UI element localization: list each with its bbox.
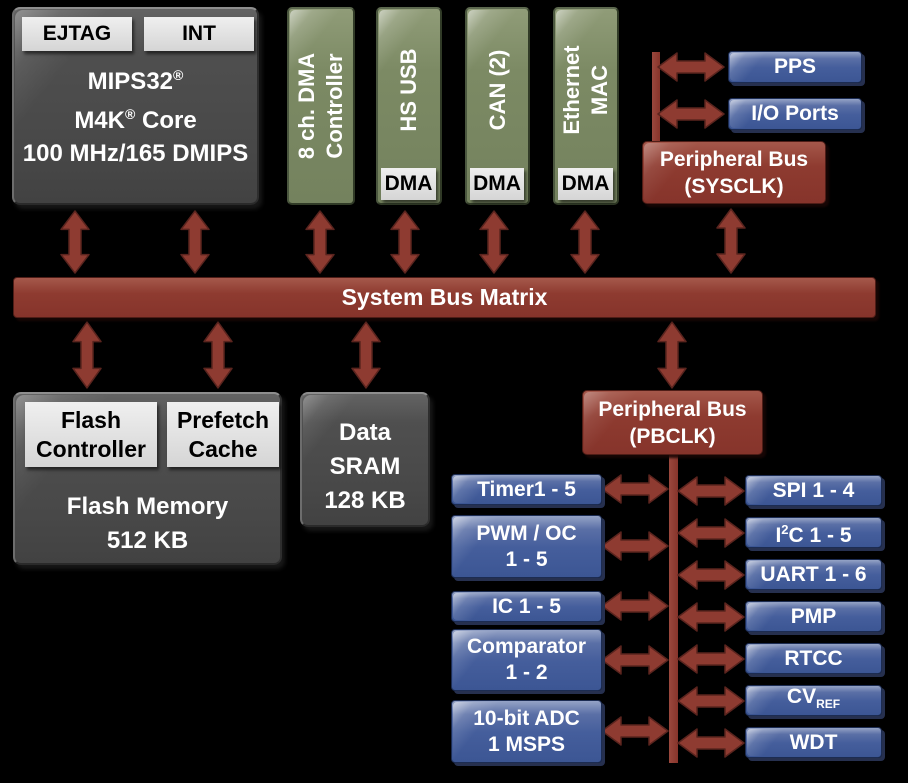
flash-controller-tag: Flash Controller (25, 402, 157, 467)
uart-block: UART 1 - 6 (745, 559, 882, 590)
bidirectional-arrow-icon (601, 474, 669, 504)
bidirectional-arrow-icon (677, 644, 745, 674)
bidirectional-arrow-icon (657, 52, 725, 82)
ejtag-label: EJTAG (42, 22, 112, 45)
can-label: CAN (2) (484, 50, 510, 131)
spi-block: SPI 1 - 4 (745, 475, 882, 506)
bidirectional-arrow-icon (305, 210, 335, 274)
io-ports-block: I/O Ports (728, 98, 862, 130)
pmp-block: PMP (745, 601, 882, 632)
bidirectional-arrow-icon (601, 716, 669, 746)
input-capture-block: IC 1 - 5 (451, 591, 602, 622)
bidirectional-arrow-icon (601, 645, 669, 675)
bidirectional-arrow-icon (390, 210, 420, 274)
bidirectional-arrow-icon (180, 210, 210, 274)
bidirectional-arrow-icon (479, 210, 509, 274)
bidirectional-arrow-icon (657, 99, 725, 129)
bidirectional-arrow-icon (203, 321, 233, 389)
bidirectional-arrow-icon (677, 686, 745, 716)
bidirectional-arrow-icon (677, 560, 745, 590)
pps-label: PPS (773, 55, 817, 78)
flash-memory-block: Flash Controller Prefetch Cache Flash Me… (13, 392, 282, 565)
bidirectional-arrow-icon (60, 210, 90, 274)
usb-dma-tag: DMA (381, 168, 436, 200)
bidirectional-arrow-icon (677, 476, 745, 506)
pps-block: PPS (728, 51, 862, 83)
hs-usb-label: HS USB (396, 48, 421, 133)
bidirectional-arrow-icon (677, 518, 745, 548)
bidirectional-arrow-icon (601, 591, 669, 621)
wdt-block: WDT (745, 727, 882, 758)
int-label: INT (182, 22, 216, 45)
core-title: MIPS32® M4K® Core 100 MHz/165 DMIPS (22, 67, 249, 167)
can-block: CAN (2) DMA (465, 7, 530, 205)
prefetch-cache-tag: Prefetch Cache (167, 402, 279, 467)
bidirectional-arrow-icon (72, 321, 102, 389)
system-bus-matrix: System Bus Matrix (13, 277, 876, 318)
bidirectional-arrow-icon (716, 208, 746, 274)
i2c-block: I2C 1 - 5 (745, 517, 882, 548)
peripheral-bus-pbclk-block: Peripheral Bus(PBCLK) (582, 390, 763, 455)
timer-block: Timer1 - 5 (451, 474, 602, 505)
bidirectional-arrow-icon (677, 602, 745, 632)
bidirectional-arrow-icon (570, 210, 600, 274)
can-dma-tag: DMA (470, 168, 524, 200)
cvref-block: CVREF (745, 685, 882, 716)
bidirectional-arrow-icon (351, 321, 381, 389)
bidirectional-arrow-icon (677, 728, 745, 758)
io-ports-label: I/O Ports (751, 102, 839, 125)
hs-usb-block: HS USB DMA (376, 7, 442, 205)
peripheral-bus-sysclk-block: Peripheral Bus(SYSCLK) (642, 141, 826, 204)
rtcc-block: RTCC (745, 643, 882, 674)
mips-core-block: EJTAG INT MIPS32® M4K® Core 100 MHz/165 … (12, 7, 259, 205)
system-bus-matrix-label: System Bus Matrix (341, 284, 548, 310)
pbclk-bus-line (669, 452, 678, 763)
sysclk-bus-line (652, 52, 660, 144)
ethernet-dma-tag: DMA (558, 168, 613, 200)
bidirectional-arrow-icon (601, 531, 669, 561)
bidirectional-arrow-icon (657, 321, 687, 389)
ejtag-tag: EJTAG (22, 17, 132, 51)
int-tag: INT (144, 17, 254, 51)
